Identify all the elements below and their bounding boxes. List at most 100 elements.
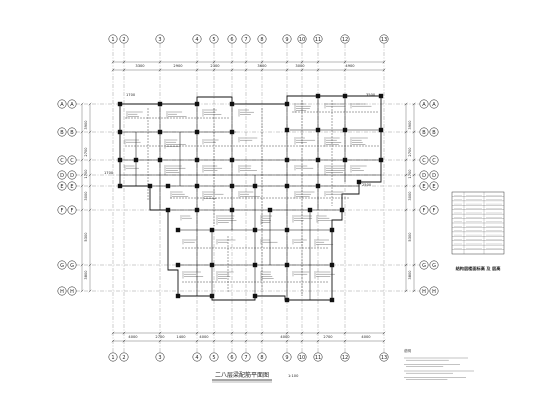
interior-walls — [120, 96, 381, 300]
axis-bubble-bottom-2: 2 — [119, 352, 129, 362]
axis-bubble-top-13: 13 — [379, 34, 389, 44]
svg-text:F: F — [61, 208, 64, 214]
svg-text:F: F — [71, 208, 74, 214]
dim-bottom-2: 2700 — [155, 335, 165, 339]
svg-text:E: E — [432, 184, 435, 190]
svg-text:8: 8 — [260, 355, 263, 361]
svg-text:6: 6 — [230, 37, 233, 43]
beam-lines — [125, 100, 380, 296]
dim-left-1: 3900 — [84, 120, 88, 130]
svg-text:H: H — [422, 289, 426, 295]
dim-bottom-4: 4000 — [199, 335, 209, 339]
dim-left-5: 5300 — [84, 232, 88, 242]
svg-text:2: 2 — [122, 355, 125, 361]
axis-bubble-right-B: B — [419, 127, 429, 137]
svg-text:12: 12 — [342, 37, 348, 43]
axis-bubble-top-4: 4 — [192, 34, 202, 44]
svg-text:5: 5 — [212, 355, 215, 361]
dim-top-4: 3600 — [257, 64, 267, 68]
svg-text:A: A — [70, 102, 74, 108]
axis-bubble-bottom-8: 8 — [257, 352, 267, 362]
dim-right-4: 3000 — [408, 191, 412, 201]
axis-bubble-top-7: 7 — [241, 34, 251, 44]
axis-bubble-top-8: 8 — [257, 34, 267, 44]
svg-text:13: 13 — [381, 355, 387, 361]
dim-top-2: 2900 — [173, 64, 183, 68]
axis-bubble-right-F: F — [419, 205, 429, 215]
axis-bubble-left-inner-H: H — [67, 286, 77, 296]
dim-right-3: 1700 — [408, 169, 412, 179]
axis-bubble-bottom-13: 13 — [379, 352, 389, 362]
svg-text:G: G — [60, 263, 64, 269]
dim-right-2: 2700 — [408, 147, 412, 157]
axis-bubble-right-outer-G: G — [429, 260, 439, 270]
svg-text:A: A — [432, 102, 436, 108]
axis-bubble-left-G: G — [57, 260, 67, 270]
axis-bubble-right-H: H — [419, 286, 429, 296]
svg-text:1: 1 — [111, 37, 114, 43]
svg-text:C: C — [422, 158, 426, 164]
floor-elevation-table: 结构层楼面标高 及 层高 — [451, 191, 505, 272]
svg-text:D: D — [432, 173, 436, 179]
svg-text:1: 1 — [111, 355, 114, 361]
svg-text:G: G — [422, 263, 426, 269]
structural-columns — [117, 93, 384, 303]
axis-bubble-bottom-7: 7 — [241, 352, 251, 362]
svg-text:C: C — [60, 158, 64, 164]
svg-text:11: 11 — [315, 355, 321, 361]
dim-left-2: 2700 — [84, 147, 88, 157]
axis-bubble-right-outer-B: B — [429, 127, 439, 137]
svg-text:6: 6 — [230, 355, 233, 361]
svg-text:3: 3 — [158, 37, 161, 43]
dim-inner-2: 1700 — [104, 171, 114, 175]
dim-left-4: 3000 — [84, 191, 88, 201]
axis-bubble-right-outer-C: C — [429, 155, 439, 165]
axis-bubble-bottom-4: 4 — [192, 352, 202, 362]
svg-text:F: F — [423, 208, 426, 214]
axis-bubble-left-D: D — [57, 170, 67, 180]
svg-text:10: 10 — [299, 37, 305, 43]
axis-bubble-right-A: A — [419, 99, 429, 109]
axis-bubble-top-10: 10 — [297, 34, 307, 44]
svg-text:4: 4 — [195, 355, 198, 361]
axis-bubble-right-E: E — [419, 181, 429, 191]
reinforcement-callouts — [124, 103, 372, 281]
dim-inner-4: 3500 — [366, 93, 376, 97]
dim-inner-3: 2500 — [362, 183, 372, 187]
dim-bottom-5: 4000 — [280, 335, 290, 339]
axis-bubble-left-inner-F: F — [67, 205, 77, 215]
svg-text:G: G — [432, 263, 436, 269]
axis-bubble-right-outer-E: E — [429, 181, 439, 191]
svg-text:10: 10 — [299, 355, 305, 361]
axis-bubble-left-C: C — [57, 155, 67, 165]
axis-bubble-left-inner-A: A — [67, 99, 77, 109]
dimension-ticks — [80, 60, 416, 343]
general-notes: 说明 — [404, 348, 474, 380]
svg-text:13: 13 — [381, 37, 387, 43]
svg-text:D: D — [70, 173, 74, 179]
svg-text:E: E — [60, 184, 63, 190]
svg-text:D: D — [60, 173, 64, 179]
axis-bubble-left-H: H — [57, 286, 67, 296]
dim-top-6: 4900 — [345, 64, 355, 68]
dim-bottom-6: 2700 — [323, 335, 333, 339]
svg-text:H: H — [70, 289, 74, 295]
dim-top-1: 3300 — [135, 64, 145, 68]
axis-bubble-left-inner-B: B — [67, 127, 77, 137]
svg-text:B: B — [70, 130, 74, 136]
svg-text:H: H — [60, 289, 64, 295]
axis-bubble-top-2: 2 — [119, 34, 129, 44]
svg-text:5: 5 — [212, 37, 215, 43]
dim-left-3: 1700 — [84, 169, 88, 179]
svg-text:E: E — [422, 184, 425, 190]
axis-bubble-left-B: B — [57, 127, 67, 137]
dim-top-5: 3000 — [295, 64, 305, 68]
axis-bubble-right-outer-H: H — [429, 286, 439, 296]
dimension-chains — [81, 61, 415, 342]
dimension-texts: 3300 2900 2300 3600 3000 4900 4000 2700 … — [84, 64, 412, 339]
drawing-title: 二八层梁配筋平面图 — [215, 371, 269, 379]
svg-text:B: B — [422, 130, 426, 136]
svg-text:B: B — [60, 130, 64, 136]
axis-bubble-left-inner-D: D — [67, 170, 77, 180]
